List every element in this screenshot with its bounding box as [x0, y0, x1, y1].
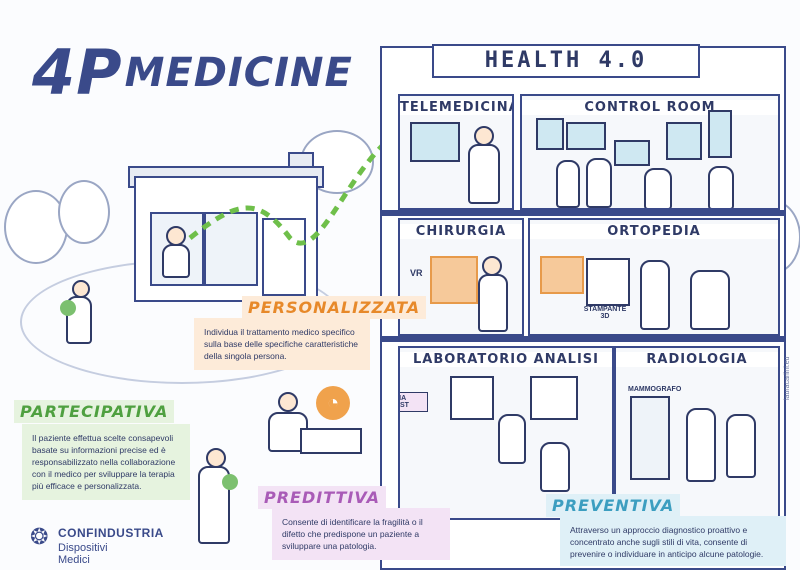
house-window-right	[204, 212, 258, 286]
house-door	[262, 218, 306, 296]
section-text-partecipativa: Il paziente effettua scelte consapevoli …	[22, 424, 190, 500]
walker-head	[206, 448, 226, 468]
section-title-predittiva: PREDITTIVA	[258, 486, 387, 509]
lab-tech-2	[540, 442, 570, 492]
tree-left-2	[58, 180, 110, 244]
patient-orthopedia	[690, 270, 730, 330]
stampante-label: STAMPANTE 3D	[583, 306, 627, 320]
artist-signature: lauracarlini.eu	[784, 356, 791, 400]
building-sign: HEALTH 4.0	[432, 44, 700, 78]
radiologist	[686, 408, 716, 482]
section-title-partecipativa: PARTECIPATIVA	[14, 400, 175, 423]
room-telemedicina: TELEMEDICINA	[398, 94, 514, 210]
section-text-predittiva: Consente di identificare la fragilità o …	[272, 508, 450, 560]
runner-badge	[60, 300, 76, 316]
page-title: 4PMEDICINE	[32, 36, 353, 109]
tree-left	[4, 190, 68, 264]
room-ortopedia-label: ORTOPEDIA	[530, 224, 778, 239]
section-title-preventiva: PREVENTIVA	[546, 494, 681, 517]
radiology-patient	[726, 414, 756, 478]
room-telemedicina-label: TELEMEDICINA	[400, 100, 514, 115]
monitor-2	[566, 122, 606, 150]
room-radiologia: RADIOLOGIA MAMMOGRAFO	[614, 346, 780, 520]
room-control-room-label: CONTROL ROOM	[522, 100, 778, 115]
section-text-preventiva: Attraverso un approccio diagnostico proa…	[560, 516, 786, 566]
mammografo-label: MAMMOGRAFO	[628, 386, 682, 393]
monitor-3	[614, 140, 650, 166]
lab-molecule-screen	[530, 376, 578, 420]
bench	[300, 428, 362, 454]
floor-2	[380, 336, 786, 342]
vr-label: VR	[410, 268, 423, 278]
room-control-room: CONTROL ROOM	[520, 94, 780, 210]
house	[134, 176, 318, 302]
staff-4	[708, 166, 734, 208]
dna-test-label: DNA TEST	[400, 392, 428, 412]
floor-1	[380, 210, 786, 216]
surgeon	[478, 274, 508, 332]
title-medicine: MEDICINE	[124, 49, 353, 96]
staff-3	[644, 168, 672, 208]
logo-line-2: Dispositivi Medici	[58, 542, 108, 566]
3d-printer	[586, 258, 630, 306]
room-radiologia-label: RADIOLOGIA	[616, 352, 778, 367]
walker-badge	[222, 474, 238, 490]
section-text-personalizzata: Individua il trattamento medico specific…	[194, 318, 370, 370]
connection-line	[188, 125, 407, 246]
reader-head	[278, 392, 298, 412]
logo-line-1: CONFINDUSTRIA	[58, 526, 164, 540]
doctor-head	[474, 126, 494, 146]
section-title-personalizzata: PERSONALIZZATA	[242, 296, 427, 319]
title-4p: 4P	[32, 36, 123, 109]
monitor-4	[666, 122, 702, 160]
telemedicine-screen	[410, 122, 460, 162]
confindustria-icon: ❂	[30, 524, 49, 549]
lab-tech-1	[498, 414, 526, 464]
monitor-5	[708, 110, 732, 158]
staff-2	[586, 158, 612, 208]
room-laboratorio: LABORATORIO ANALISI DNA TEST	[398, 346, 614, 520]
doctor	[468, 144, 500, 204]
vr-hologram	[430, 256, 478, 304]
room-laboratorio-label: LABORATORIO ANALISI	[400, 352, 612, 367]
room-ortopedia: ORTOPEDIA STAMPANTE 3D	[528, 218, 780, 336]
orthopedist	[640, 260, 670, 330]
ear-icon: ◔	[316, 386, 350, 420]
surgeon-head	[482, 256, 502, 276]
mammography-machine	[630, 396, 670, 480]
room-chirurgia-label: CHIRURGIA	[400, 224, 522, 239]
lab-chart-screen	[450, 376, 494, 420]
patient-at-home	[162, 244, 190, 278]
monitor-1	[536, 118, 564, 150]
printer-screen	[540, 256, 584, 294]
staff-1	[556, 160, 580, 208]
